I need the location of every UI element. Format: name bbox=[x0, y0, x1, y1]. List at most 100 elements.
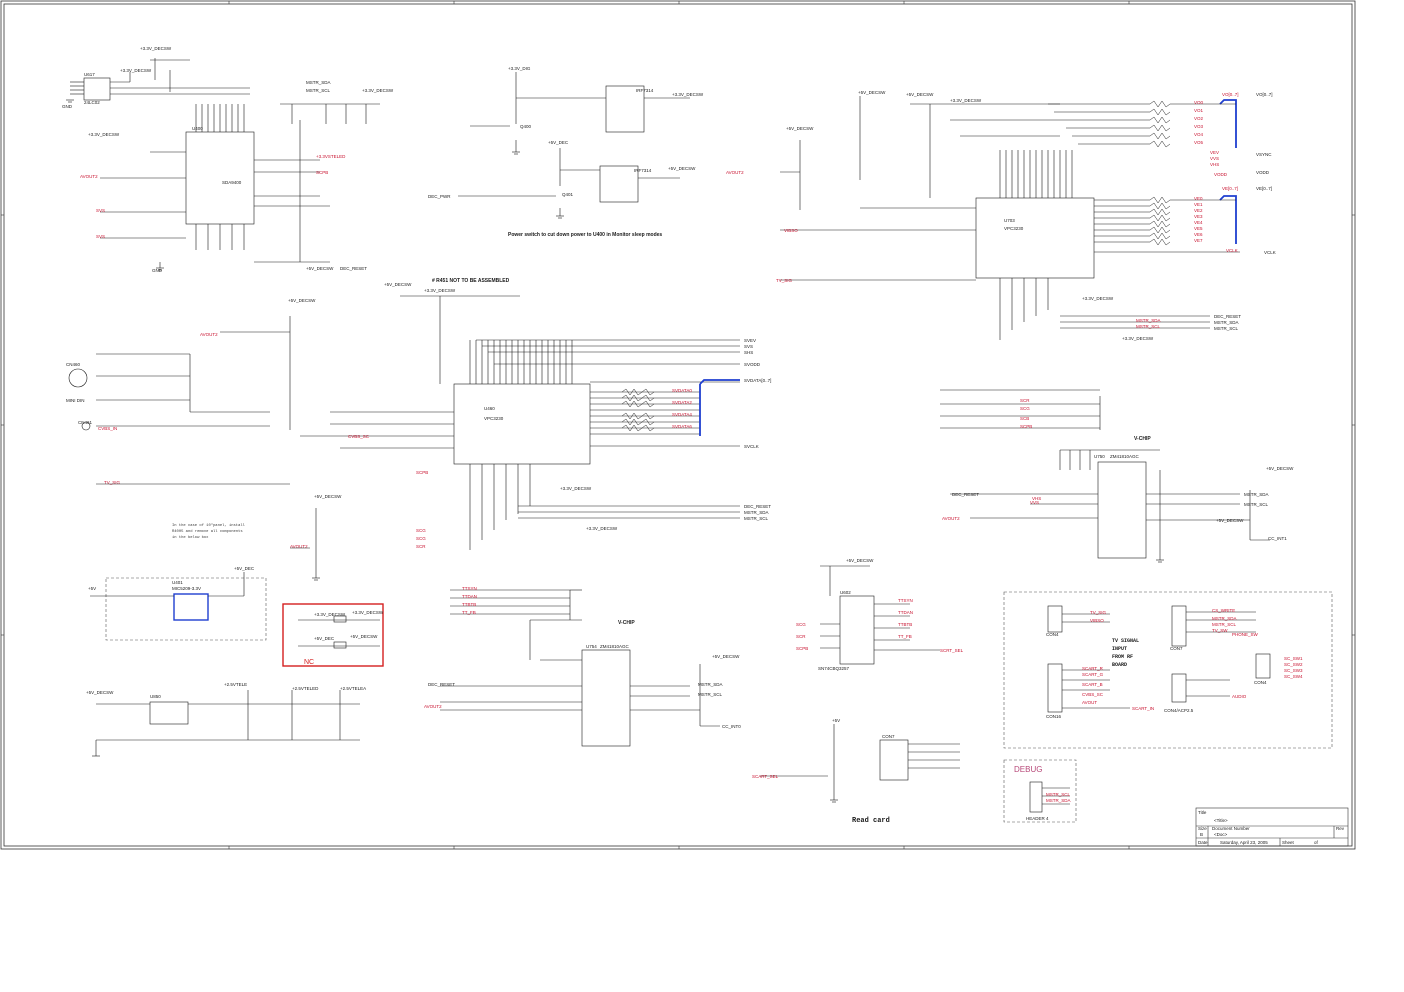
svg-text:MSTR_SCL: MSTR_SCL bbox=[1046, 792, 1071, 797]
svg-text:SC_SW3: SC_SW3 bbox=[1284, 668, 1303, 673]
nc-net-3: +5V_DEC bbox=[314, 636, 335, 641]
net-mstr-scl-b: MSTR_SCL bbox=[744, 516, 769, 521]
u400-part-label: SDA9400 bbox=[222, 180, 242, 185]
svg-text:VVS: VVS bbox=[1210, 156, 1219, 161]
tb-date-label: Date bbox=[1198, 840, 1208, 845]
tv-sig-l3: FROM RF bbox=[1112, 654, 1133, 660]
bottom-reg-labels: +5V_DECSW +2.5VTELE+2.5VTELED +2.5VTELEA… bbox=[86, 682, 366, 699]
nc-net-4: +5V_DECSW bbox=[350, 634, 378, 639]
net-avout2-d: AVOUT2 bbox=[726, 170, 744, 175]
block-u401-regulator bbox=[90, 572, 267, 641]
svg-text:VE0: VE0 bbox=[1194, 196, 1203, 201]
net-mstr-sda-c: MSTR_SDA bbox=[698, 682, 723, 687]
title-block bbox=[1195, 807, 1349, 847]
u460-part: VPC3230 bbox=[484, 416, 504, 421]
svg-text:TV_SIG: TV_SIG bbox=[104, 480, 121, 485]
svg-text:VE1: VE1 bbox=[1194, 202, 1203, 207]
svg-text:VE3: VE3 bbox=[1194, 214, 1203, 219]
net-mstr-sda-a: MSTR_SDA bbox=[306, 80, 331, 85]
svg-text:VIBSO: VIBSO bbox=[784, 228, 798, 233]
svg-text:SVS: SVS bbox=[96, 208, 105, 213]
net-v33-u460: +3.3V_DECSW bbox=[424, 288, 456, 293]
svg-text:MSTR_SCL: MSTR_SCL bbox=[1136, 324, 1161, 329]
svg-text:24LC02: 24LC02 bbox=[84, 100, 100, 105]
svg-text:SCG: SCG bbox=[796, 622, 806, 627]
svg-text:VO1: VO1 bbox=[1194, 108, 1204, 113]
net-5v-card: +5V bbox=[832, 718, 840, 723]
nc-net-1: +3.3V_DECSW bbox=[314, 612, 346, 617]
svg-text:VSYNC: VSYNC bbox=[1256, 152, 1272, 157]
net-cvbs-in: CVBS_IN bbox=[98, 426, 117, 431]
svg-text:SCG: SCG bbox=[1020, 406, 1030, 411]
tv-sig-l2: INPUT bbox=[1112, 646, 1127, 652]
panel-note-l2: R4005 and remove all components bbox=[172, 529, 243, 534]
gnd-1: GND bbox=[62, 104, 73, 109]
con7-ref-a: CON7 bbox=[882, 734, 895, 739]
net-v33-top: +3.3V_DECSW bbox=[140, 46, 172, 51]
net-mstr-sda-d: MSTR_SDA bbox=[1214, 320, 1239, 325]
svg-text:TV_SIG: TV_SIG bbox=[776, 278, 793, 283]
svg-text:VE[0..7]: VE[0..7] bbox=[1256, 186, 1272, 191]
u754-part: ZM41810AGC bbox=[600, 644, 630, 649]
u401-part: MIC5209-3.3V bbox=[172, 586, 201, 591]
tb-sheet-label: Sheet bbox=[1282, 840, 1295, 845]
vo-bus bbox=[1170, 99, 1237, 244]
net-svdata: SVDATA[0..7] bbox=[744, 378, 771, 383]
vchip-mid-label: V-CHIP bbox=[618, 620, 635, 626]
u703-part: VPC3230 bbox=[1004, 226, 1024, 231]
net-5v-u460: +5V_DECSW bbox=[384, 282, 412, 287]
frame-zone-ticks bbox=[1, 1, 1355, 849]
u703-ref: U703 bbox=[1004, 218, 1015, 223]
u754-ref: U754 bbox=[586, 644, 597, 649]
net-5v-br: +5V_DECSW bbox=[86, 690, 114, 695]
net-5v-analog: +5V_DECSW bbox=[288, 298, 316, 303]
svg-text:SCPB: SCPB bbox=[796, 646, 808, 651]
ref-u460a: U617 bbox=[84, 72, 95, 77]
power-switch-note: Power switch to cut down power to U400 i… bbox=[508, 232, 662, 238]
svg-text:TV_SW: TV_SW bbox=[1212, 628, 1228, 633]
u602-labels: U602 SN74CBQ3257 +5V_DECSW CON7 +5V bbox=[818, 558, 895, 739]
con4-label-b: CON4 bbox=[1254, 680, 1267, 685]
svg-text:VE4: VE4 bbox=[1194, 220, 1203, 225]
net-5v-vchip-r: +5V_DECSW bbox=[1266, 466, 1294, 471]
svg-text:MINI DIN: MINI DIN bbox=[66, 398, 85, 403]
vchip-right-labels: U750 ZM41810AGC DEC_RESET MSTR_SDA MSTR_… bbox=[952, 454, 1294, 541]
net-5v-u401: +5V bbox=[88, 586, 96, 591]
net-5v-u400: +5V_DECSW bbox=[306, 266, 334, 271]
tb-size-label: Size bbox=[1198, 826, 1207, 831]
svg-text:AVOUT2: AVOUT2 bbox=[200, 332, 218, 337]
net-v33-u460c: +3.3V_DECSW bbox=[586, 526, 618, 531]
svg-text:MSTR_SDA: MSTR_SDA bbox=[1136, 318, 1161, 323]
svg-text:SVS: SVS bbox=[96, 234, 105, 239]
block-debug bbox=[1003, 759, 1077, 823]
u400-mstr-labels: MSTR_SDA MSTR_SCL DEC_RESET bbox=[306, 80, 367, 271]
svg-text:SCART_R: SCART_R bbox=[1082, 666, 1104, 671]
tv-sig-l4: BOARD bbox=[1112, 662, 1127, 668]
panel-note: In the case of 10"panel, install R4005 a… bbox=[172, 523, 246, 540]
svg-text:AUDIO: AUDIO bbox=[1232, 694, 1247, 699]
u750-ref: U750 bbox=[1094, 454, 1105, 459]
svg-text:CON4/ACP2.5: CON4/ACP2.5 bbox=[1164, 708, 1194, 713]
svg-text:SVDATA4: SVDATA4 bbox=[672, 412, 692, 417]
svg-text:SCG: SCG bbox=[416, 536, 426, 541]
block-power-switch bbox=[458, 72, 690, 216]
svg-text:+2.5VTELE: +2.5VTELE bbox=[224, 682, 247, 687]
svg-text:TT_FB: TT_FB bbox=[462, 610, 476, 615]
vchip-right-label: V-CHIP bbox=[1134, 436, 1151, 442]
svg-text:CVBS_SC: CVBS_SC bbox=[1082, 692, 1104, 697]
net-vclk: VCLK bbox=[1264, 250, 1276, 255]
svg-text:CC_INT0: CC_INT0 bbox=[722, 724, 741, 729]
svg-text:VE[0..7]: VE[0..7] bbox=[1222, 186, 1238, 191]
net-dec-reset-c: DEC_RESET bbox=[428, 682, 455, 687]
net-5v-u703b: +5V_DECSW bbox=[906, 92, 934, 97]
svg-text:VE2: VE2 bbox=[1194, 208, 1203, 213]
block-vchip-right bbox=[950, 449, 1270, 560]
not-assembled-note: # R451 NOT TO BE ASSEMBLED bbox=[432, 278, 510, 284]
block-rf-input bbox=[1003, 591, 1333, 749]
svg-text:SCPB: SCPB bbox=[316, 170, 328, 175]
svg-text:SC_SW2: SC_SW2 bbox=[1284, 662, 1303, 667]
svg-text:SVDATA2: SVDATA2 bbox=[672, 400, 692, 405]
svg-text:+3.3VSTELED: +3.3VSTELED bbox=[316, 154, 346, 159]
